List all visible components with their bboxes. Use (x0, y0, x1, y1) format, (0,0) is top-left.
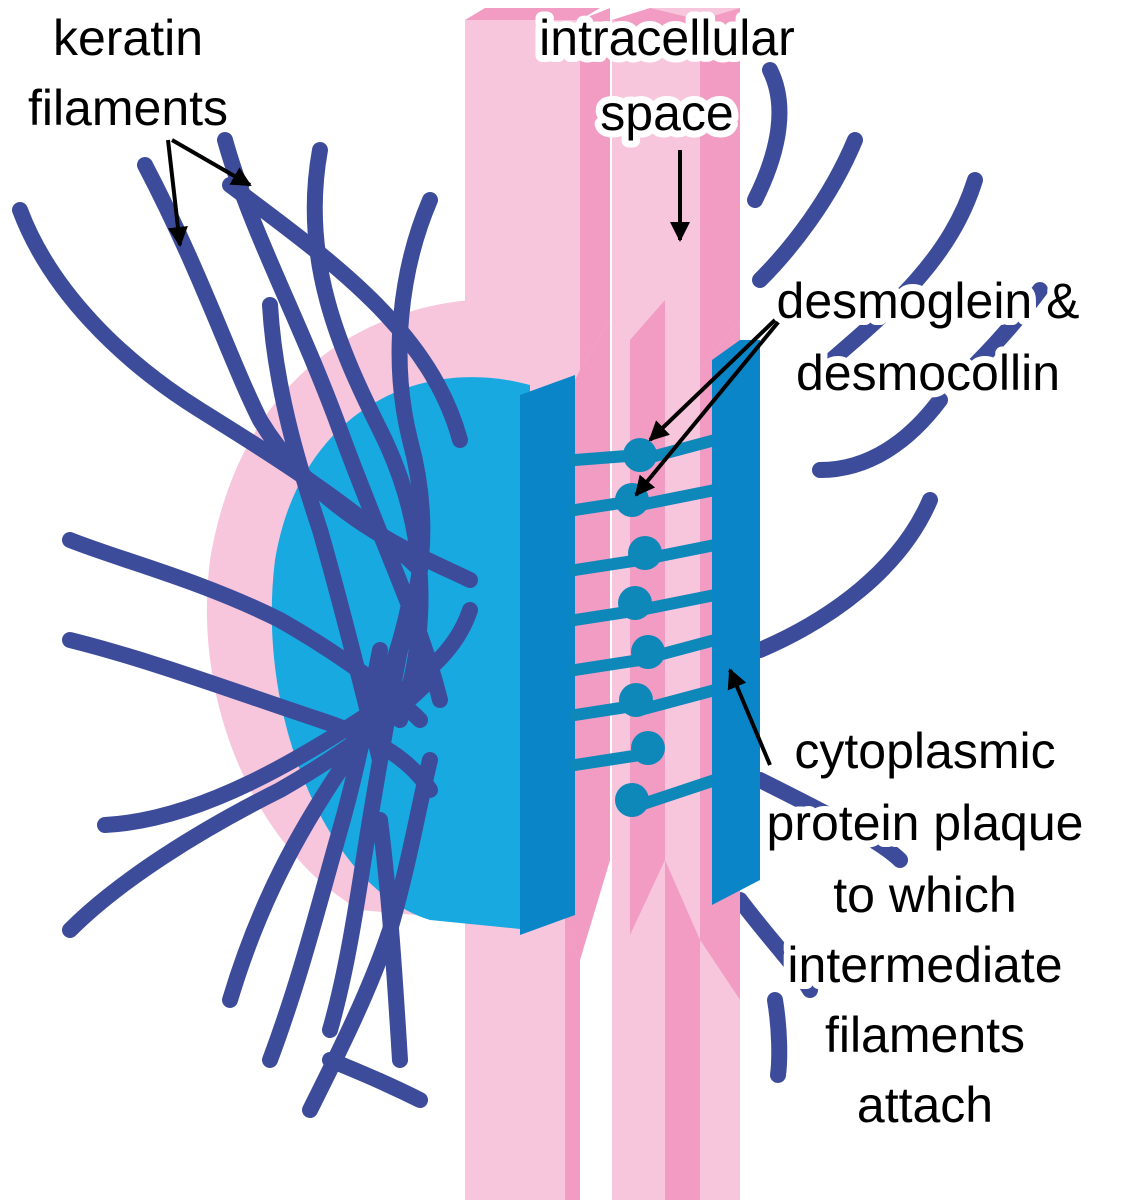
plaque-label-line-5: filaments (825, 1007, 1025, 1063)
right-keratin-filaments (732, 62, 1048, 1083)
labels: keratin filaments intracellular space de… (21, 3, 1091, 1140)
keratin-label-line-2: filaments (28, 80, 228, 136)
plaque-label-line-2: protein plaque (767, 795, 1084, 851)
desmoglein-label-line-1: desmoglein & (777, 273, 1080, 329)
keratin-arrow-1 (166, 139, 188, 247)
plaque-label-line-6: attach (857, 1077, 993, 1133)
right-cytoplasmic-plaque (712, 340, 760, 905)
keratin-label-line-1: keratin (53, 10, 203, 66)
plaque-label-line-4: intermediate (787, 937, 1062, 993)
desmoglein-arrow-2 (634, 318, 782, 497)
plaque-arrow (727, 668, 772, 766)
intracellular-label-line-1: intracellular (539, 10, 795, 66)
left-keratin-filaments (12, 132, 478, 1118)
cadherin-linkers (569, 434, 721, 817)
plaque-label-line-3: to which (833, 867, 1016, 923)
keratin-arrow-2 (171, 138, 252, 187)
desmoglein-arrow-1 (648, 318, 777, 442)
label-arrows (166, 138, 782, 766)
plaque-label-line-1: cytoplasmic (794, 723, 1055, 779)
desmoglein-label-line-2: desmocollin (796, 345, 1060, 401)
intracellular-label-line-2: space (600, 85, 733, 141)
